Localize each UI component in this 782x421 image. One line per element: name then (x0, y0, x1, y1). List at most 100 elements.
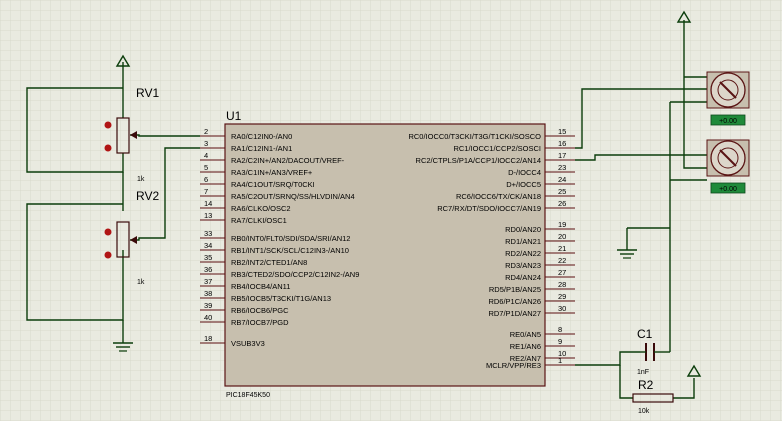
rv1-body[interactable] (116, 117, 130, 154)
servo-top-readout (710, 114, 746, 126)
pin-number-right: 1 (558, 356, 562, 365)
ground-left-icon (113, 342, 133, 352)
wires (26, 23, 707, 399)
rv2-value: 1k (137, 279, 145, 286)
c1-ref: C1 (637, 327, 653, 341)
pin-label-right: RC1/IOCC1/CCP2/SOSCI (453, 144, 541, 153)
wire-mclr (575, 351, 640, 366)
pin-label-right: RE2/AN7 (510, 354, 541, 363)
pin-label-right: D-/IOCC4 (508, 168, 541, 177)
pin-number-right: 17 (558, 151, 566, 160)
pin-label-left: RB4/IOCB4/AN11 (231, 282, 290, 291)
pin-label-right: RD2/AN22 (505, 249, 541, 258)
pin-label-left: RB0/INT0/FLT0/SDI/SDA/SRI/AN12 (231, 234, 350, 243)
pin-number-right: 20 (558, 232, 566, 241)
mcu-u1[interactable]: U1 PIC18F45K50 2RA0/C12IN0-/AN03RA1/C12I… (200, 109, 575, 399)
ground-right-icon (617, 249, 637, 259)
servo-motor-bottom[interactable]: +0.00 (706, 139, 750, 194)
rv1-up-button[interactable] (104, 121, 112, 129)
servo-top-horn (719, 81, 737, 99)
pin-label-right: RD1/AN21 (505, 237, 541, 246)
wire-rv2-loop (26, 203, 124, 321)
pin-number-left: 13 (204, 211, 212, 220)
pin-label-right: RC7/RX/DT/SDO/IOCC7/AN19 (437, 204, 541, 213)
pin-label-right: RD6/P1C/AN26 (488, 297, 541, 306)
servo-bottom-horn (719, 149, 737, 167)
pin-number-left: 36 (204, 265, 212, 274)
capacitor-c1[interactable]: C1 1nF (637, 327, 660, 376)
pin-number-left: 38 (204, 289, 212, 298)
pin-label-left: RB2/INT2/CTED1/AN8 (231, 258, 307, 267)
pin-label-left: RA6/CLKO/OSC2 (231, 204, 291, 213)
pin-number-left: 35 (204, 253, 212, 262)
pin-number-left: 37 (204, 277, 212, 286)
mcu-left-pins: 2RA0/C12IN0-/AN03RA1/C12IN1-/AN14RA2/C2I… (200, 127, 359, 348)
pin-number-left: 3 (204, 139, 208, 148)
pin-label-left: RA5/C2OUT/SRNQ/SS/HLVDIN/AN4 (231, 192, 355, 201)
rv2-ref: RV2 (136, 189, 159, 203)
pin-number-right: 15 (558, 127, 566, 136)
servo-bottom-readout (710, 182, 746, 194)
pin-label-right: RE1/AN6 (510, 342, 541, 351)
pin-number-right: 30 (558, 304, 566, 313)
resistor-r2[interactable]: R2 10k (632, 378, 674, 415)
pin-number-right: 28 (558, 280, 566, 289)
rv2-up-button[interactable] (104, 228, 112, 236)
wire-r2-right (673, 378, 695, 399)
potentiometer-rv1[interactable]: RV1 1k (104, 86, 160, 183)
power-rv1-icon (115, 54, 131, 75)
pin-label-left: RB7/IOCB7/PGD (231, 318, 289, 327)
pin-number-right: 25 (558, 187, 566, 196)
pin-number-right: 22 (558, 256, 566, 265)
rv1-wiper-arrow (130, 131, 137, 139)
pin-label-left: RA3/C1IN+/AN3/VREF+ (231, 168, 313, 177)
pin-number-left: 18 (204, 334, 212, 343)
pin-number-left: 2 (204, 127, 208, 136)
pin-number-left: 40 (204, 313, 212, 322)
mcu-body[interactable] (224, 123, 546, 387)
rv2-down-button[interactable] (104, 251, 112, 259)
pin-number-left: 14 (204, 199, 212, 208)
r2-ref: R2 (638, 378, 654, 392)
r2-body[interactable] (632, 393, 674, 403)
servo-bottom-label: +0.00 (719, 186, 737, 193)
pin-label-left: RA0/C12IN0-/AN0 (231, 132, 292, 141)
c1-value: 1nF (637, 369, 649, 376)
rv1-down-button[interactable] (104, 144, 112, 152)
pin-number-right: 10 (558, 349, 566, 358)
pin-label-right: RD3/AN23 (505, 261, 541, 270)
pin-label-right: RD4/AN24 (505, 273, 541, 282)
pin-number-left: 7 (204, 187, 208, 196)
pin-label-left: VSUB3V3 (231, 339, 265, 348)
pin-label-right: MCLR/VPP/RE3 (486, 361, 541, 370)
pin-number-left: 33 (204, 229, 212, 238)
pin-number-right: 8 (558, 325, 562, 334)
pin-label-right: RD0/AN20 (505, 225, 541, 234)
pin-label-right: D+/IOCC5 (506, 180, 541, 189)
servo-motor-top[interactable]: +0.00 (706, 71, 750, 126)
servo-top-hub (717, 79, 739, 101)
pin-number-right: 26 (558, 199, 566, 208)
wire-servo-top-signal (575, 88, 707, 149)
pin-label-left: RA4/C1OUT/SRQ/T0CKI (231, 180, 315, 189)
wire-vcc-right (683, 23, 707, 169)
potentiometer-rv2[interactable]: RV2 1k (104, 189, 160, 286)
wire-r2-left (619, 365, 633, 399)
mcu-right-pins: 15RC0/IOCC0/T3CKI/T3G/T1CKI/SOSCO16RC1/I… (408, 127, 575, 370)
power-r2-icon (686, 364, 702, 377)
pin-number-left: 39 (204, 301, 212, 310)
pin-label-right: RD5/P1B/AN25 (489, 285, 541, 294)
pin-label-left: RB1/INT1/SCK/SCL/C12IN3-/AN10 (231, 246, 349, 255)
pin-label-right: RC6/IOCC6/TX/CK/AN18 (456, 192, 541, 201)
mcu-part: PIC18F45K50 (226, 392, 270, 399)
pin-number-right: 23 (558, 163, 566, 172)
wire-servo-bottom-signal (575, 154, 707, 161)
pin-number-right: 21 (558, 244, 566, 253)
pin-number-left: 5 (204, 163, 208, 172)
pin-number-right: 16 (558, 139, 566, 148)
pin-label-right: RE0/AN5 (510, 330, 541, 339)
pin-label-right: RC2/CTPLS/P1A/CCP1/IOCC2/AN14 (416, 156, 541, 165)
pin-label-left: RA1/C12IN1-/AN1 (231, 144, 292, 153)
rv2-body[interactable] (116, 221, 130, 258)
